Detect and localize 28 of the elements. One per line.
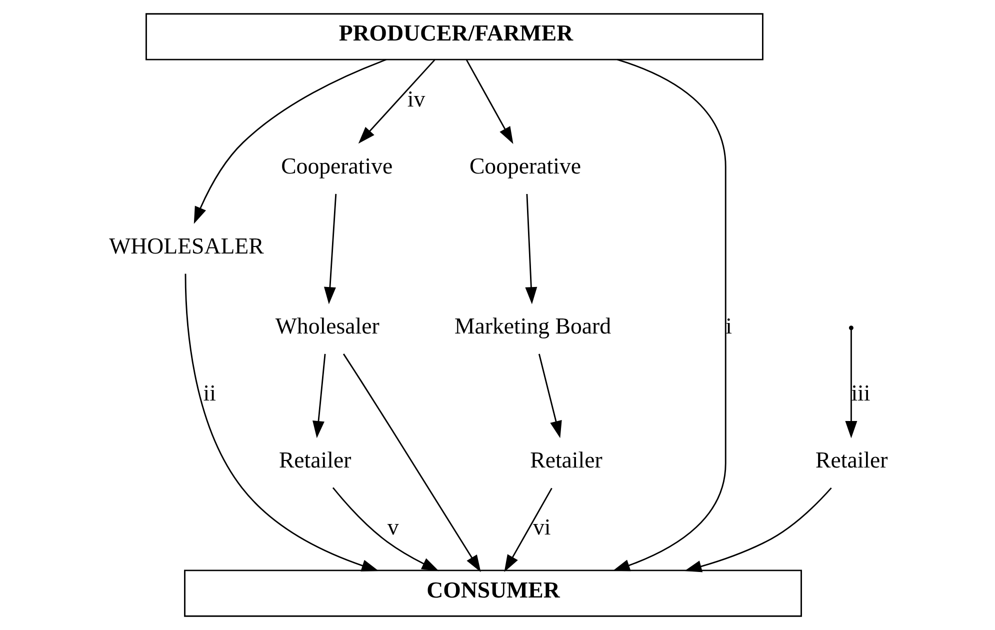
arrow (684, 487, 832, 572)
edge-label: ii (202, 380, 216, 406)
edge-label: iv (406, 86, 425, 112)
arrow (342, 354, 480, 572)
edge-label: v (386, 514, 398, 540)
node-box: PRODUCER/FARMER (145, 13, 763, 60)
arrow (193, 58, 386, 224)
arrow (184, 274, 378, 572)
arrow (312, 354, 326, 438)
arrow (504, 488, 552, 572)
node-text: Retailer (530, 447, 602, 472)
node-text: WHOLESALER (108, 233, 264, 258)
arrow (612, 58, 726, 572)
arrow (524, 194, 537, 304)
node-text: Cooperative (468, 153, 581, 178)
node-text: Retailer (278, 447, 351, 472)
arrow (538, 354, 562, 438)
edge-label: vi (532, 514, 550, 540)
node-text: Cooperative (280, 153, 392, 178)
node-text: Retailer (815, 447, 888, 472)
node-text: Marketing Board (454, 313, 611, 338)
arrow (358, 59, 435, 144)
node-box: CONSUMER (184, 570, 802, 617)
arrow (323, 194, 336, 304)
arrow (465, 60, 513, 144)
arrow (332, 487, 438, 572)
node-text: Wholesaler (274, 313, 379, 338)
arrow (844, 330, 857, 438)
